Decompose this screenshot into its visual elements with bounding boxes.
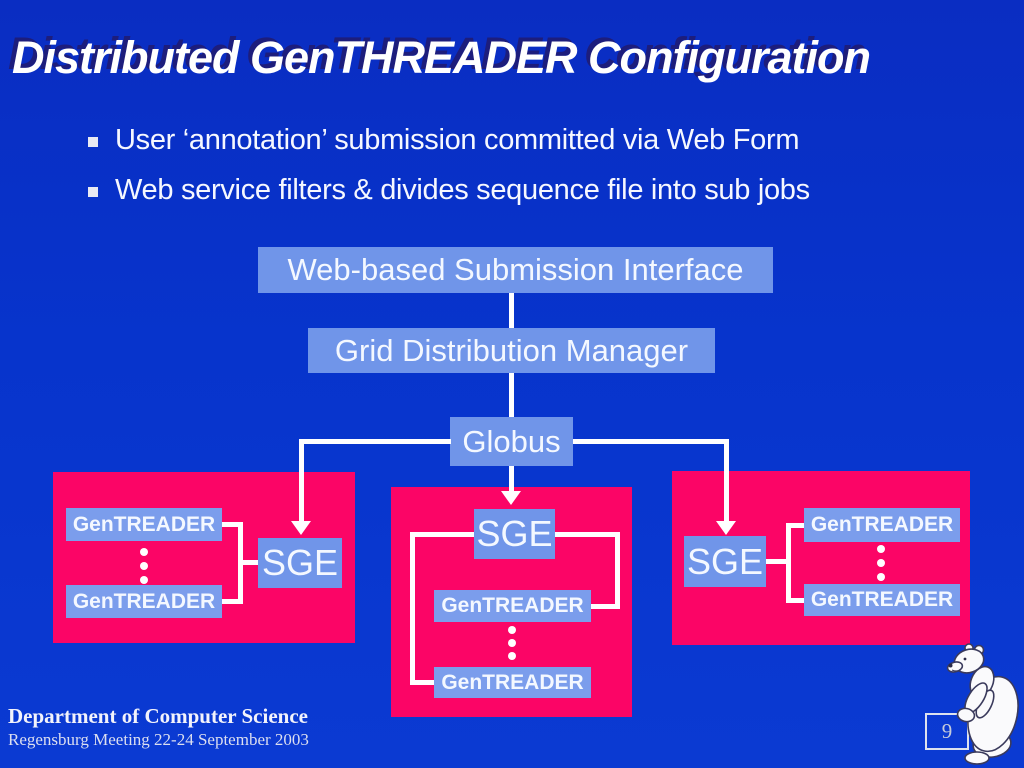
connector-line	[555, 532, 620, 537]
worker-node: GenTREADER	[434, 667, 591, 698]
connector-line	[615, 532, 620, 609]
sge-node: SGE	[474, 509, 555, 559]
connector-line	[222, 522, 243, 527]
connector-line	[509, 293, 514, 328]
web-submission-box: Web-based Submission Interface	[258, 247, 773, 293]
connector-line	[509, 466, 514, 493]
grid-manager-box: Grid Distribution Manager	[308, 328, 715, 373]
square-bullet-icon	[88, 137, 98, 147]
connector-line	[410, 532, 474, 537]
connector-line	[786, 523, 804, 528]
footer-department: Department of Computer Science	[8, 704, 308, 728]
ellipsis-dot	[877, 573, 885, 581]
cluster-left: GenTREADER GenTREADER SGE	[53, 472, 355, 643]
worker-node: GenTREADER	[804, 508, 960, 542]
slide-title: Distributed GenTHREADER Configuration	[12, 32, 871, 83]
connector-line	[591, 604, 620, 609]
ellipsis-dot	[508, 639, 516, 647]
connector-line	[238, 560, 258, 565]
ellipsis-dot	[877, 559, 885, 567]
bullet-item: User ‘annotation’ submission committed v…	[88, 124, 988, 157]
bullet-item: Web service filters & divides sequence f…	[88, 174, 988, 207]
connector-line	[299, 439, 451, 444]
connector-line	[410, 532, 415, 684]
cluster-middle: SGE GenTREADER GenTREADER	[391, 487, 632, 717]
connector-line	[766, 559, 790, 564]
bullet-text: Web service filters & divides sequence f…	[115, 174, 810, 206]
connector-line	[509, 373, 514, 417]
square-bullet-icon	[88, 187, 98, 197]
arrow-down-icon	[716, 521, 736, 535]
footer-meeting: Regensburg Meeting 22-24 September 2003	[8, 730, 309, 749]
connector-line	[222, 599, 243, 604]
ellipsis-dot	[140, 548, 148, 556]
cluster-right: SGE GenTREADER GenTREADER	[672, 471, 970, 645]
bullet-list: User ‘annotation’ submission committed v…	[88, 124, 988, 224]
page-number: 9	[941, 719, 953, 743]
ellipsis-dot	[140, 576, 148, 584]
worker-node: GenTREADER	[66, 585, 222, 618]
ellipsis-dot	[877, 545, 885, 553]
ellipsis-dot	[508, 652, 516, 660]
footer: Department of Computer Science Regensbur…	[8, 704, 309, 750]
worker-node: GenTREADER	[804, 584, 960, 616]
arrow-down-icon	[501, 491, 521, 505]
sge-node: SGE	[258, 538, 342, 588]
ellipsis-dot	[508, 626, 516, 634]
connector-line	[299, 439, 304, 523]
connector-line	[724, 439, 729, 523]
arrow-down-icon	[291, 521, 311, 535]
connector-line	[786, 598, 804, 603]
page-number-box: 9	[925, 713, 969, 750]
connector-line	[573, 439, 729, 444]
bullet-text: User ‘annotation’ submission committed v…	[115, 124, 800, 156]
globus-box: Globus	[450, 417, 573, 466]
worker-node: GenTREADER	[434, 590, 591, 622]
connector-line	[786, 523, 791, 603]
sge-node: SGE	[684, 536, 766, 587]
worker-node: GenTREADER	[66, 508, 222, 541]
polar-bear-icon	[946, 643, 1019, 765]
ellipsis-dot	[140, 562, 148, 570]
connector-line	[410, 680, 434, 685]
